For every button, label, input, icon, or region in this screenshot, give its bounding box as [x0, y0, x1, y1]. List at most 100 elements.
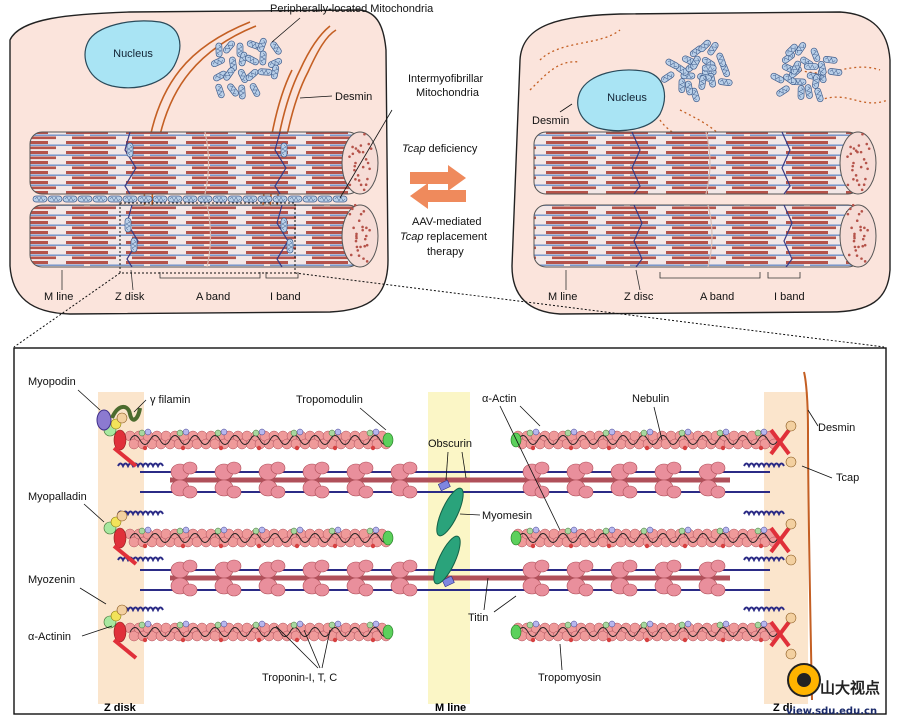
myopodin-label: Myopodin — [28, 376, 76, 388]
intermyo-label-2: Mitochondria — [416, 87, 480, 99]
gamma-filamin-shape — [110, 405, 142, 422]
mitochondrion-icon — [794, 42, 807, 56]
left-band-labels: M line Z disk A band I band — [44, 269, 301, 303]
mitochondrion-icon — [317, 195, 333, 203]
obscurin-label: Obscurin — [428, 438, 472, 450]
a-band-label-right: A band — [700, 291, 734, 303]
myozenin-label: Myozenin — [28, 574, 75, 586]
mitochondrion-icon — [684, 80, 694, 96]
mitochondrion-icon — [223, 40, 235, 54]
mitochondrion-icon — [267, 58, 283, 68]
mitochondrion-icon — [790, 60, 802, 75]
mitochondrion-icon — [107, 195, 123, 203]
mitochondrion-icon — [257, 195, 273, 203]
mitochondrion-icon — [152, 195, 168, 203]
mitochondrion-icon — [302, 195, 318, 203]
mitochondrion-icon — [215, 83, 225, 99]
mitochondrion-icon — [270, 41, 282, 55]
intermyofibrillar-mitochondria-left — [32, 142, 348, 254]
forward-arrow — [410, 165, 466, 191]
mitochondrion-icon — [690, 55, 701, 70]
desmin-label-right: Desmin — [532, 115, 569, 127]
m-line-label-right: M line — [548, 291, 577, 303]
mitochondrion-icon — [227, 83, 239, 97]
peripheral-mito-label: Peripherally-located Mitochondria — [270, 3, 434, 15]
mitochondrion-icon — [212, 195, 228, 203]
mitochondrion-icon — [77, 195, 93, 203]
mitochondrion-icon — [126, 142, 134, 158]
mitochondrion-icon — [259, 50, 267, 66]
mitochondrion-icon — [810, 47, 821, 62]
mitochondrion-icon — [280, 142, 288, 158]
mitochondrion-icon — [812, 74, 820, 89]
mitochondrion-icon — [272, 195, 288, 203]
left-cell: Nucleus Desmin Peripherally-located Mito… — [9, 3, 484, 315]
desmin-fiber-detail — [803, 371, 813, 701]
mitochondrion-icon — [227, 195, 243, 203]
myofibril-right-top — [533, 131, 877, 195]
a-band-label-left: A band — [196, 291, 230, 303]
mitochondrion-icon — [690, 87, 700, 103]
fiber-end-dots-right — [846, 132, 871, 263]
nucleus-left — [84, 20, 181, 89]
mitochondrion-icon — [661, 71, 675, 83]
mitochondrion-icon — [678, 78, 686, 93]
mitochondrion-icon — [803, 63, 819, 70]
desmin-label-detail: Desmin — [818, 422, 855, 434]
tropomodulin-label: Tropomodulin — [296, 394, 363, 406]
nucleus-right-label: Nucleus — [607, 92, 647, 104]
mitochondrion-icon — [814, 87, 824, 103]
mitochondrion-icon — [716, 52, 726, 67]
myopalladin-label: Myopalladin — [28, 491, 87, 503]
myopodin-shape — [96, 409, 112, 431]
mitochondrion-icon — [47, 195, 63, 203]
mitochondrion-icon — [270, 64, 280, 80]
alpha-actin-label: α-Actin — [482, 393, 516, 405]
mitochondrion-icon — [124, 217, 132, 233]
titin-label: Titin — [468, 612, 488, 624]
right-cell: Nucleus Desmin M line Z disc A band — [511, 11, 891, 315]
tropomyosin-label: Tropomyosin — [538, 672, 601, 684]
fiber-end-dots-left — [348, 132, 373, 263]
nebulin-label: Nebulin — [632, 393, 669, 405]
z-disk-label-left: Z disk — [115, 291, 145, 303]
watermark-text: 山大视点 — [820, 679, 880, 697]
mitochondrion-icon — [238, 51, 248, 67]
watermark: 山大视点 view.sdu.edu.cn — [786, 663, 880, 717]
mitochondrion-icon — [818, 60, 827, 76]
myofibril-left-top — [29, 131, 379, 195]
mitochondrion-icon — [257, 68, 273, 76]
mitochondrion-icon — [717, 78, 733, 87]
troponin-label: Troponin-I, T, C — [262, 672, 337, 684]
mitochondrion-icon — [797, 85, 805, 100]
filament-layer — [103, 412, 797, 660]
myomesin-label: Myomesin — [482, 510, 532, 522]
mitochondrion-icon — [167, 195, 183, 203]
i-band-label-left: I band — [270, 291, 301, 303]
peripheral-mitochondria-left — [211, 37, 283, 100]
mitochondrion-icon — [698, 39, 711, 53]
mitochondrion-icon — [286, 238, 294, 254]
tcap-label: Tcap — [836, 472, 859, 484]
myomesin-upper — [436, 487, 464, 537]
mitochondrion-icon — [92, 195, 108, 203]
detail-labels: Myopodin γ filamin Tropomodulin α-Actin … — [28, 376, 859, 714]
desmin-label-left: Desmin — [335, 91, 372, 103]
mitochondrion-icon — [332, 195, 348, 203]
sarcomere-detail-panel: Myopodin γ filamin Tropomodulin α-Actin … — [13, 347, 887, 717]
mitochondrion-icon — [32, 195, 48, 203]
z-disc-label-right: Z disc — [624, 291, 654, 303]
mitochondrion-icon — [249, 83, 261, 97]
mitochondrion-icon — [137, 195, 153, 203]
mitochondrion-icon — [822, 55, 838, 64]
mitochondrion-icon — [707, 42, 719, 56]
back-arrow-line2: Tcap replacement — [400, 231, 487, 243]
zoom-selection-box — [119, 202, 296, 274]
back-arrow — [410, 183, 466, 209]
mitochondrion-icon — [804, 84, 813, 99]
mitochondrion-icon — [62, 195, 78, 203]
back-arrow-line1: AAV-mediated — [412, 216, 482, 228]
mitochondrion-icon — [827, 68, 843, 76]
myomesin-lower — [433, 535, 461, 585]
transition-arrows: Tcap deficiency AAV-mediated Tcap replac… — [400, 143, 487, 258]
